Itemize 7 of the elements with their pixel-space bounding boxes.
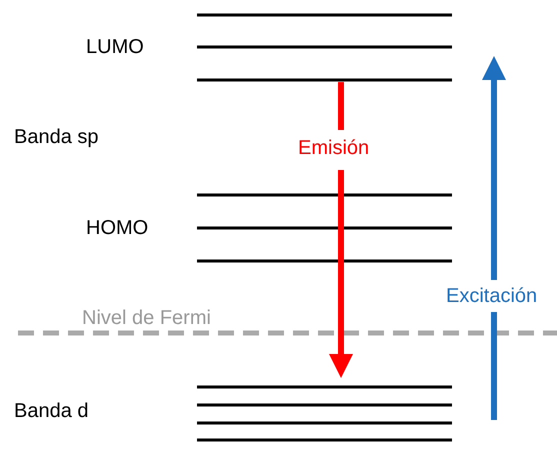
band-label: Banda d <box>14 399 89 423</box>
fermi-level-label: Nivel de Fermi <box>82 306 211 330</box>
excitation-label: Excitación <box>446 284 538 308</box>
level-label: LUMO <box>86 35 144 59</box>
band-label: Banda sp <box>14 125 99 149</box>
emission-label: Emisión <box>298 136 370 160</box>
level-label: HOMO <box>86 216 148 240</box>
